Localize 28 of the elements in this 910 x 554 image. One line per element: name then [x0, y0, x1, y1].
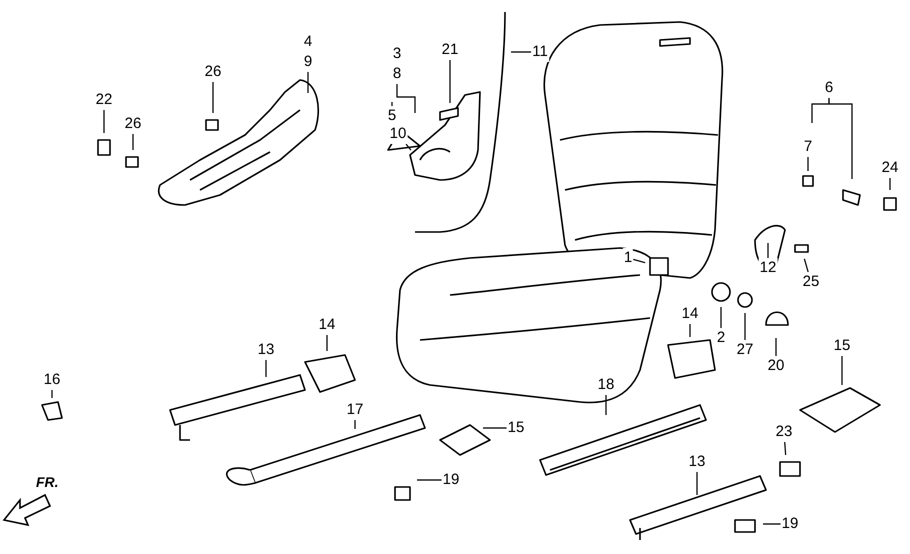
leader-line	[406, 144, 412, 150]
leader-line	[417, 479, 442, 481]
leader-line	[511, 51, 532, 53]
leader-line	[767, 243, 769, 258]
leader-line	[132, 134, 134, 150]
leader-line	[326, 335, 328, 351]
leader-line	[396, 84, 416, 113]
direction-label: FR.	[36, 474, 59, 490]
leader-line	[449, 60, 451, 103]
leader-line	[744, 313, 746, 340]
leader-line	[811, 98, 830, 123]
leader-line	[483, 427, 507, 429]
leader-line	[763, 523, 781, 525]
leader-line	[696, 472, 698, 495]
leader-line	[633, 258, 646, 264]
leader-line	[841, 356, 843, 385]
leader-line	[775, 338, 777, 356]
leader-line	[307, 72, 309, 93]
leader-line	[212, 82, 214, 113]
leader-line	[720, 307, 722, 328]
leader-line	[103, 110, 105, 133]
leader-line	[889, 178, 891, 190]
leader-line	[605, 395, 607, 415]
leader-line	[807, 157, 809, 171]
leader-line	[689, 324, 691, 337]
leader-line	[265, 360, 267, 377]
leader-line	[804, 258, 809, 272]
leader-line	[784, 442, 786, 456]
